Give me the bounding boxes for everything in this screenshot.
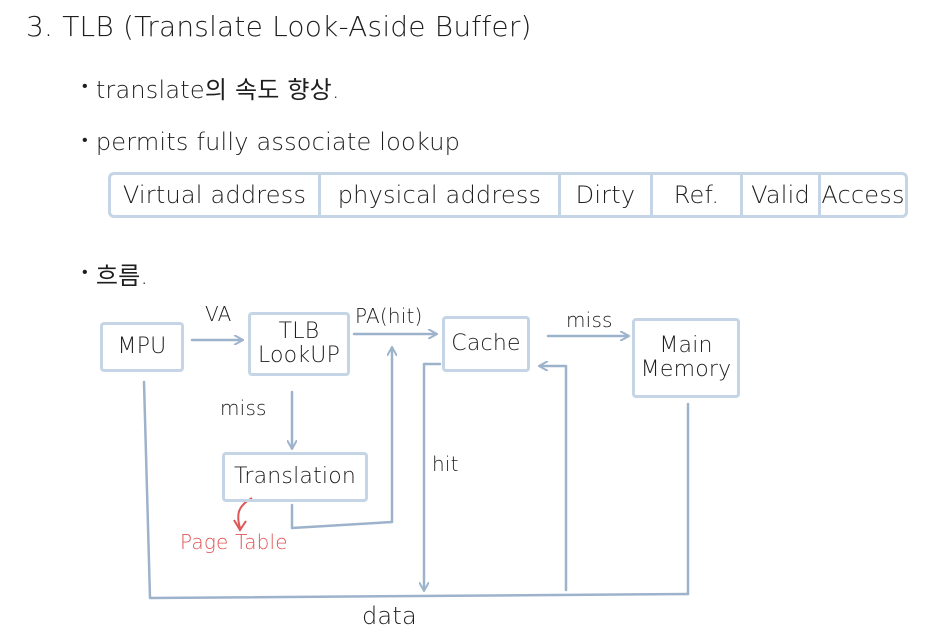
node-main-memory: Main Memory xyxy=(632,318,740,398)
node-translation: Translation xyxy=(222,452,368,502)
bullet-dot-icon: • xyxy=(82,130,88,149)
node-translation-label: Translation xyxy=(233,464,357,489)
bullet-associative: • permits fully associate lookup xyxy=(82,128,460,156)
bullet-flow: • 흐름. xyxy=(82,256,148,291)
annotation-page-table: Page Table xyxy=(180,530,288,554)
node-tlb-lookup-label: TLB LookUP xyxy=(257,319,341,368)
node-mpu-label: MPU xyxy=(117,334,167,359)
field-access: Access xyxy=(821,181,905,209)
node-main-memory-label: Main Memory xyxy=(640,333,732,382)
field-dirty: Dirty xyxy=(561,175,653,215)
arrow-memory-to-cache xyxy=(540,366,568,592)
bullet-text: permits fully associate lookup xyxy=(95,128,461,156)
field-virtual-address: Virtual address xyxy=(111,175,321,215)
field-valid: Valid xyxy=(743,175,821,215)
edge-label-pa-hit: PA(hit) xyxy=(355,304,423,328)
node-tlb-lookup: TLB LookUP xyxy=(248,312,350,376)
arrow-cache-hit-to-data xyxy=(424,362,442,590)
edge-label-cache-miss: miss xyxy=(566,308,613,332)
bullet-dot-icon: • xyxy=(82,261,88,281)
edge-label-hit: hit xyxy=(432,452,459,476)
field-ref: Ref. xyxy=(653,175,743,215)
arrow-translation-to-pa xyxy=(290,348,392,530)
node-mpu: MPU xyxy=(100,322,184,372)
edge-label-tlb-miss: miss xyxy=(220,396,267,420)
bullet-text: translate의 속도 향상. xyxy=(95,76,340,104)
bullet-speed: • translate의 속도 향상. xyxy=(82,70,340,105)
node-cache: Cache xyxy=(442,316,530,372)
edge-label-va: VA xyxy=(205,302,232,326)
field-physical-address: physical address xyxy=(321,175,561,215)
bullet-dot-icon: • xyxy=(82,75,88,95)
line-data-bus-to-mpu xyxy=(142,380,690,600)
bullet-text: 흐름. xyxy=(95,262,149,290)
node-cache-label: Cache xyxy=(451,331,521,356)
tlb-entry-format: Virtual address physical address Dirty R… xyxy=(108,172,908,218)
title: 3. TLB (Translate Look-Aside Buffer) xyxy=(26,10,532,43)
edge-label-data: data xyxy=(362,602,417,630)
